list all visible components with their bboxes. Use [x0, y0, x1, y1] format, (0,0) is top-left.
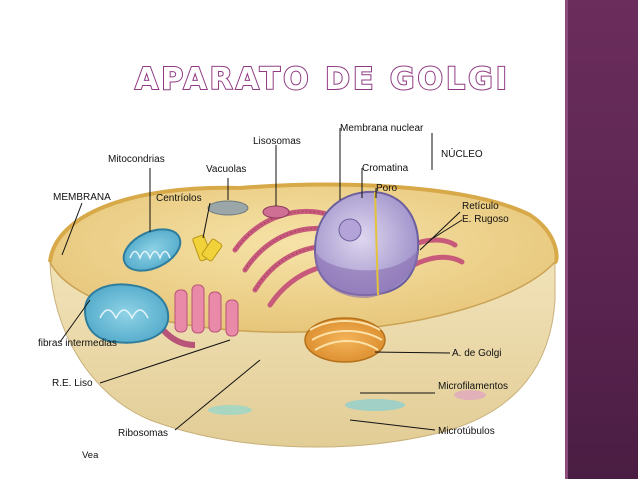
- label-nucleo: NÚCLEO: [441, 147, 483, 160]
- label-reticulo: Retículo: [462, 201, 499, 212]
- vacuole: [207, 200, 249, 216]
- plasma-membrane: [48, 182, 559, 264]
- label-lisosomas: Lisosomas: [253, 136, 301, 147]
- lysosome: [262, 205, 290, 219]
- label-membrana-nuclear: Membrana nuclear: [340, 123, 424, 134]
- label-poro: Poro: [376, 183, 398, 194]
- label-centriolos: Centríolos: [156, 193, 202, 204]
- label-vacuolas: Vacuolas: [206, 164, 246, 175]
- label-fibras-intermedias: fibras intermedias: [38, 338, 117, 349]
- mitochondrion: [122, 228, 182, 272]
- leader-lines: [59, 128, 463, 431]
- cytoskeleton: [208, 390, 486, 415]
- nucleolus: [338, 218, 362, 242]
- label-membrana: MEMBRANA: [53, 192, 111, 203]
- centrioles: [192, 234, 223, 262]
- mitochondrion-lower: [83, 283, 170, 344]
- label-a-de-golgi: A. de Golgi: [452, 348, 501, 359]
- label-ribosomas: Ribosomas: [118, 428, 168, 439]
- credit-text: Vea: [82, 450, 99, 461]
- slide-title: APARATO DE GOLGI: [134, 61, 510, 98]
- label-mitocondrias: Mitocondrias: [108, 154, 165, 165]
- label-re-liso: R.E. Liso: [52, 378, 93, 389]
- label-cromatina: Cromatina: [362, 163, 409, 174]
- nucleus: [313, 190, 420, 298]
- sidebar-edge: [565, 0, 568, 479]
- label-microtubulos: Microtúbulos: [438, 426, 495, 437]
- decorative-sidebar: [568, 0, 638, 479]
- golgi-apparatus: [304, 317, 386, 363]
- label-e-rugoso: E. Rugoso: [462, 214, 509, 225]
- label-microfilamentos: Microfilamentos: [438, 381, 508, 392]
- smooth-er: [147, 284, 239, 348]
